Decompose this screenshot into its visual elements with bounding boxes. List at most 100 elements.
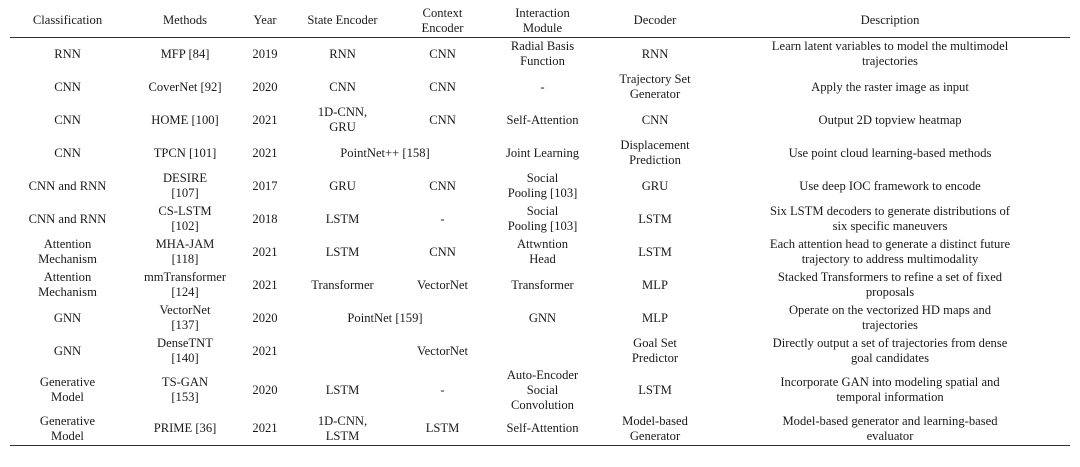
year-cell: 2021 <box>252 145 278 160</box>
method-cell: TS-GAN[153] <box>161 375 209 404</box>
decoder-cell: LSTM <box>638 244 672 259</box>
interaction-cell: Transformer <box>511 277 574 292</box>
decoder-cell: LSTM <box>638 382 672 397</box>
header-row: Classification Methods Year State Encoder Co… <box>10 4 1070 38</box>
decoder-cell: RNN <box>641 46 669 61</box>
classification-cell: CNN and RNN <box>28 211 107 226</box>
column-header: Description <box>860 13 920 27</box>
method-cell: VectorNet[137] <box>159 303 211 332</box>
description-cell: Use deep IOC framework to encode <box>799 178 981 193</box>
interaction-cell: - <box>540 79 545 94</box>
classification-cell: CNN <box>54 79 81 94</box>
description-cell: Learn latent variables to model the mult… <box>771 39 1009 69</box>
column-header: Methods <box>162 13 208 27</box>
classification-cell: CNN and RNN <box>28 178 107 193</box>
decoder-cell: MLP <box>642 277 668 292</box>
description-cell: Stacked Transformers to refine a set of … <box>777 270 1003 299</box>
context-encoder-cell: CNN <box>429 244 456 259</box>
state-encoder-cell: 1D-CNN,GRU <box>317 105 368 134</box>
classification-cell: CNN <box>54 112 81 127</box>
method-cell: MFP [84] <box>160 46 210 61</box>
state-encoder-cell: RNN <box>329 46 356 61</box>
year-cell: 2021 <box>252 421 278 436</box>
context-encoder-cell: CNN <box>429 178 456 193</box>
description-cell: Incorporate GAN into modeling spatial an… <box>780 375 1000 404</box>
year-cell: 2020 <box>252 79 278 94</box>
year-cell: 2020 <box>252 310 278 325</box>
method-cell: PRIME [36] <box>153 421 217 436</box>
context-encoder-cell: - <box>440 211 445 226</box>
description-cell: Output 2D topview heatmap <box>818 112 962 127</box>
interaction-cell: Self-Attention <box>506 112 579 127</box>
year-cell: 2021 <box>252 277 278 292</box>
state-encoder-cell: LSTM <box>325 244 360 259</box>
method-cell: mmTransformer[124] <box>143 270 227 299</box>
state-context-cell: PointNet++ [158] <box>340 145 430 160</box>
column-header: Classification <box>32 13 103 27</box>
method-cell: MHA-JAM[118] <box>155 237 215 266</box>
classification-cell: CNN <box>54 145 81 160</box>
method-cell: CS-LSTM[102] <box>158 204 212 233</box>
description-cell: Directly output a set of trajectories fr… <box>772 336 1008 365</box>
context-encoder-cell: VectorNet <box>416 277 469 292</box>
classification-cell: GNN <box>53 310 82 325</box>
description-cell: Six LSTM decoders to generate distributi… <box>770 204 1010 233</box>
method-cell: CoverNet [92] <box>148 79 222 94</box>
year-cell: 2017 <box>252 178 278 193</box>
description-cell: Each attention head to generate a distin… <box>769 237 1011 266</box>
year-cell: 2021 <box>252 112 278 127</box>
state-encoder-cell: Transformer <box>311 277 374 292</box>
context-encoder-cell: CNN <box>429 79 456 94</box>
method-cell: DESIRE[107] <box>162 171 208 200</box>
context-encoder-cell: CNN <box>429 112 456 127</box>
column-header: State Encoder <box>307 13 378 27</box>
interaction-cell: GNN <box>528 310 557 325</box>
year-cell: 2021 <box>252 244 278 259</box>
interaction-cell: Joint Learning <box>505 145 580 160</box>
column-header: Year <box>253 13 277 27</box>
year-cell: 2018 <box>252 211 278 226</box>
method-cell: DenseTNT[140] <box>157 336 213 365</box>
method-cell: HOME [100] <box>151 112 219 127</box>
state-encoder-cell: 1D-CNN,LSTM <box>317 413 368 443</box>
classification-cell: GNN <box>53 343 82 358</box>
state-encoder-cell: GRU <box>329 178 356 193</box>
table-row: CNN HOME [100] 2021 1D-CNN,GRU CNN Self-Atten… <box>10 104 1070 137</box>
context-encoder-cell: LSTM <box>425 421 460 436</box>
context-encoder-cell: - <box>440 382 445 397</box>
decoder-cell: GRU <box>641 178 669 193</box>
classification-cell: RNN <box>54 46 81 61</box>
description-cell: Use point cloud learning-based methods <box>788 145 992 160</box>
description-cell: Apply the raster image as input <box>811 79 969 94</box>
state-encoder-cell: LSTM <box>325 382 360 397</box>
context-encoder-cell: CNN <box>429 46 456 61</box>
description-cell: Model-based generator and learning-based… <box>782 413 998 443</box>
